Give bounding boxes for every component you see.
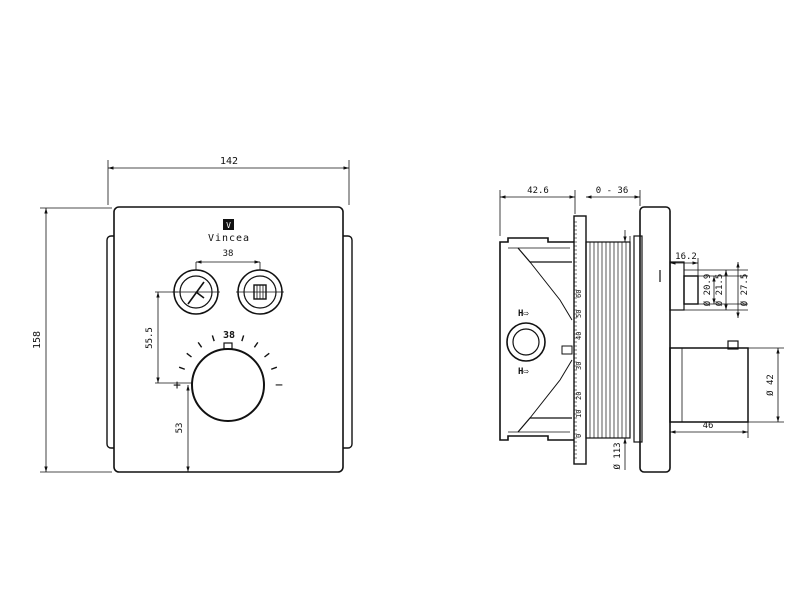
dim-adjust-range-label: 0 - 36 bbox=[596, 186, 629, 196]
dim-adjust-range: 0 - 36 bbox=[586, 186, 641, 206]
dim-flange-diam: Ø 113 bbox=[612, 230, 627, 470]
dim-outlet2-length: 46 bbox=[670, 421, 749, 438]
dim-outlet-length: 16.2 bbox=[670, 252, 699, 276]
depth-scale: 60 50 40 30 20 10 0 bbox=[573, 215, 587, 465]
scale-mark-40: 40 bbox=[575, 332, 583, 340]
outlet-small bbox=[669, 261, 699, 311]
dim-outlet2-length-label: 46 bbox=[703, 421, 714, 431]
dial-tick bbox=[264, 352, 270, 358]
dim-depth-label: 42.6 bbox=[527, 186, 549, 196]
dial-tick bbox=[270, 366, 278, 370]
dial-tick bbox=[178, 366, 186, 370]
dim-d1-label: Ø 20.9 bbox=[702, 274, 713, 307]
dial-hot-symbol: − bbox=[275, 378, 283, 393]
dial-cold-symbol: + bbox=[173, 378, 181, 393]
dim-button-spacing: 38 bbox=[195, 249, 261, 270]
brand-name: Vincea bbox=[208, 233, 250, 244]
scale-mark-10: 10 bbox=[575, 410, 583, 418]
front-view: V Vincea 142 158 bbox=[32, 156, 353, 473]
flow-label-bottom: H⇨ bbox=[518, 367, 529, 377]
dial-tick bbox=[186, 352, 192, 358]
outlet-knob bbox=[669, 340, 749, 423]
scale-ticks bbox=[574, 221, 577, 459]
side-view: H⇨ H⇨ 60 50 40 30 20 10 0 bbox=[499, 186, 784, 473]
valve-body: H⇨ H⇨ bbox=[499, 237, 576, 441]
dim-width-label: 142 bbox=[220, 156, 238, 167]
dial-tick bbox=[211, 335, 215, 342]
dim-height-label: 158 bbox=[32, 331, 43, 349]
dim-outlet-length-label: 16.2 bbox=[675, 252, 697, 262]
brand-logo: V Vincea bbox=[208, 219, 250, 244]
dim-width: 142 bbox=[107, 156, 350, 205]
dim-height: 158 bbox=[32, 207, 112, 473]
scale-mark-20: 20 bbox=[575, 392, 583, 400]
logo-mark bbox=[223, 219, 234, 230]
dim-outlet2-diam-label: Ø 42 bbox=[765, 374, 776, 396]
dial-tick bbox=[241, 335, 245, 342]
scale-mark-60: 60 bbox=[575, 290, 583, 298]
dim-flange-diam-label: Ø 113 bbox=[612, 442, 623, 469]
hand-shower-icon bbox=[187, 281, 205, 305]
scale-mark-0: 0 bbox=[575, 434, 583, 438]
dim-knob-to-bottom-label: 53 bbox=[175, 423, 185, 434]
dim-knob-to-bottom: 53 bbox=[175, 385, 190, 472]
dim-button-to-knob: 55.5 bbox=[145, 291, 192, 384]
cover-plate bbox=[113, 206, 344, 473]
dim-depth: 42.6 bbox=[499, 186, 576, 236]
dial-temp-label: 38 bbox=[223, 330, 235, 341]
dim-d2-label: Ø 21.5 bbox=[714, 274, 725, 307]
dial-ticks bbox=[178, 335, 278, 370]
flow-label-top: H⇨ bbox=[518, 309, 529, 319]
cover-flange bbox=[629, 206, 671, 473]
dim-d3-label: Ø 27.5 bbox=[739, 274, 750, 307]
scale-mark-30: 30 bbox=[575, 362, 583, 370]
scale-labels: 60 50 40 30 20 10 0 bbox=[575, 290, 583, 438]
dim-outlet2-diam: Ø 42 bbox=[738, 347, 784, 423]
dim-button-spacing-label: 38 bbox=[223, 249, 234, 259]
logo-letter: V bbox=[226, 221, 231, 230]
scale-mark-50: 50 bbox=[575, 310, 583, 318]
thermostat-knob: 38 + − bbox=[173, 330, 283, 422]
dim-diameters: Ø 20.9 Ø 21.5 Ø 27.5 bbox=[684, 262, 750, 318]
thread-lines bbox=[589, 242, 627, 438]
dial-tick bbox=[253, 342, 259, 348]
dial-tick bbox=[197, 342, 203, 348]
threaded-sleeve bbox=[585, 241, 631, 439]
dim-button-to-knob-label: 55.5 bbox=[145, 327, 155, 349]
